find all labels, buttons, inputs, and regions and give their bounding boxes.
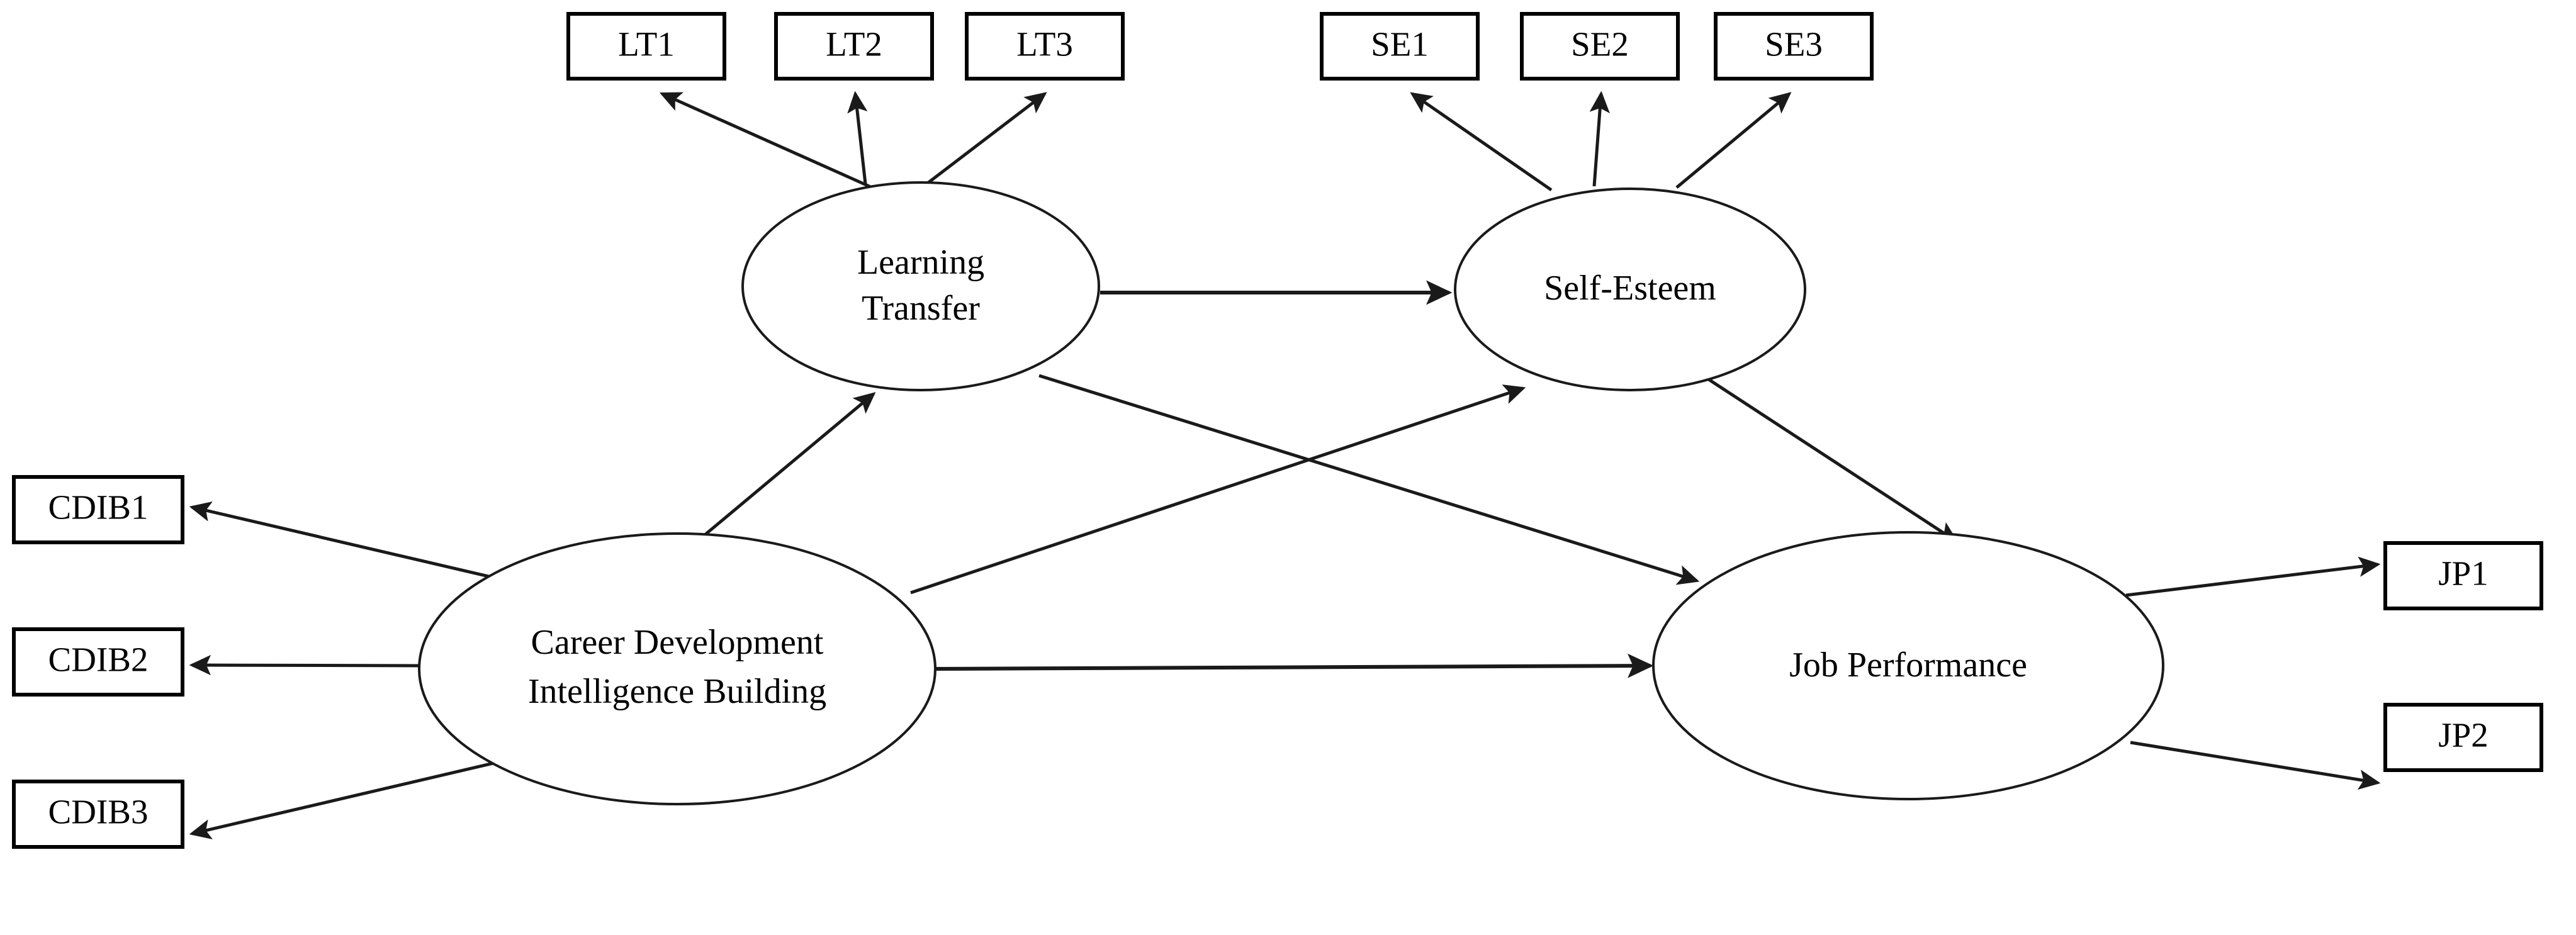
jp1-label: JP1 <box>2438 554 2489 593</box>
latent-variables-group: Learning Transfer Self-Esteem Career Dev… <box>418 181 2164 805</box>
cdib2-label: CDIB2 <box>48 641 149 679</box>
latent-learning-transfer[interactable]: Learning Transfer <box>741 181 1100 391</box>
lt1-box[interactable] <box>566 12 726 81</box>
jp1-box[interactable] <box>2383 541 2543 610</box>
indicator-jp1[interactable]: JP1 <box>2383 541 2543 610</box>
se3-box[interactable] <box>1714 12 1874 81</box>
se1-label: SE1 <box>1371 25 1429 64</box>
indicator-jp2[interactable]: JP2 <box>2383 703 2543 772</box>
cdib3-label: CDIB3 <box>48 793 149 831</box>
lt1-label: LT1 <box>618 25 675 64</box>
cdib-label-line1: Career Development <box>531 623 824 662</box>
cdib-label-line2: Intelligence Building <box>528 672 826 711</box>
path-cdib-to-cdib1 <box>189 501 505 582</box>
indicator-cdib1[interactable]: CDIB1 <box>12 475 184 544</box>
indicator-lt2[interactable]: LT2 <box>774 12 934 81</box>
measurement-paths-group <box>189 91 2381 839</box>
path-cdib-to-cdib2 <box>189 654 422 676</box>
se3-label: SE3 <box>1765 25 1823 64</box>
path-self-esteem-to-se1 <box>1410 92 1553 192</box>
se2-box[interactable] <box>1520 12 1680 81</box>
indicator-se3[interactable]: SE3 <box>1714 12 1874 81</box>
path-job-performance-to-jp1 <box>2125 556 2381 597</box>
cdib2-box[interactable] <box>12 627 184 697</box>
cdib1-box[interactable] <box>12 475 184 544</box>
path-cdib-to-cdib3 <box>189 756 515 839</box>
latent-self-esteem[interactable]: Self-Esteem <box>1454 188 1806 391</box>
job-performance-ellipse[interactable] <box>1652 531 2164 800</box>
path-learning-transfer-to-lt2 <box>847 91 868 184</box>
indicator-cdib3[interactable]: CDIB3 <box>12 780 184 849</box>
learning-transfer-label-line2: Transfer <box>862 289 980 328</box>
path-self-esteem-to-se2 <box>1589 91 1610 187</box>
lt3-box[interactable] <box>965 12 1125 81</box>
lt2-label: LT2 <box>826 25 882 64</box>
jp2-box[interactable] <box>2383 703 2543 772</box>
cdib3-box[interactable] <box>12 780 184 849</box>
path-learning-transfer-to-job-performance <box>1038 374 1700 585</box>
indicator-lt3[interactable]: LT3 <box>965 12 1125 81</box>
self-esteem-label: Self-Esteem <box>1544 269 1716 308</box>
learning-transfer-label-line1: Learning <box>857 243 984 282</box>
indicator-se2[interactable]: SE2 <box>1520 12 1680 81</box>
lt2-box[interactable] <box>774 12 934 81</box>
se2-label: SE2 <box>1571 25 1629 64</box>
indicators-group: LT1 LT2 LT3 SE1 SE2 SE3 <box>12 12 2543 849</box>
latent-career-development-intelligence-building[interactable]: Career Development Intelligence Building <box>418 532 936 805</box>
self-esteem-ellipse[interactable] <box>1454 188 1806 391</box>
indicator-se1[interactable]: SE1 <box>1320 12 1480 81</box>
cdib-ellipse[interactable] <box>418 532 936 805</box>
path-self-esteem-to-job-performance <box>1695 369 1959 543</box>
indicator-cdib2[interactable]: CDIB2 <box>12 627 184 697</box>
job-performance-label: Job Performance <box>1789 646 2027 685</box>
latent-job-performance[interactable]: Job Performance <box>1652 531 2164 800</box>
path-cdib-to-learning-transfer <box>681 392 876 555</box>
path-cdib-to-job-performance <box>935 653 1654 678</box>
path-self-esteem-to-se3 <box>1675 92 1792 189</box>
cdib1-label: CDIB1 <box>48 488 149 527</box>
path-learning-transfer-to-lt3 <box>924 92 1047 186</box>
structural-paths-group <box>681 280 1959 678</box>
se1-box[interactable] <box>1320 12 1480 81</box>
path-cdib-to-self-esteem <box>910 384 1526 595</box>
indicator-lt1[interactable]: LT1 <box>566 12 726 81</box>
lt3-label: LT3 <box>1016 25 1073 64</box>
path-learning-transfer-to-lt1 <box>659 92 876 191</box>
path-job-performance-to-jp2 <box>2130 741 2381 790</box>
jp2-label: JP2 <box>2438 716 2489 754</box>
learning-transfer-ellipse[interactable] <box>741 181 1100 391</box>
